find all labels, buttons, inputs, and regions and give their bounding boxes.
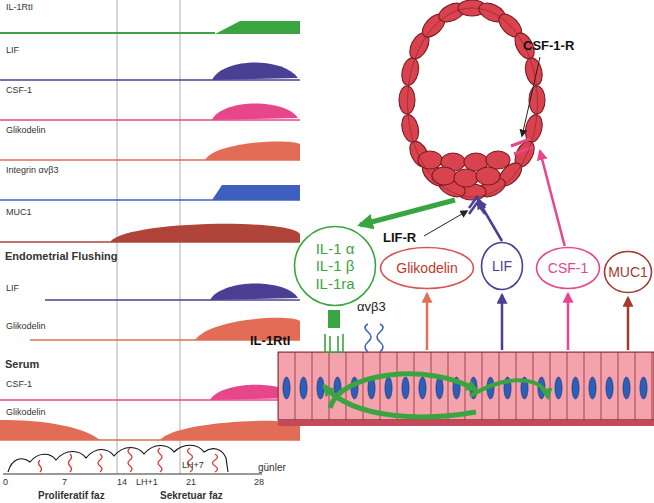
secreted-factor: MUC1 bbox=[603, 250, 653, 294]
integrin-symbol bbox=[365, 324, 383, 352]
factor-ellipse bbox=[381, 248, 474, 289]
trophoblast-cell bbox=[399, 56, 421, 87]
factor-ellipse bbox=[605, 252, 652, 293]
factor-ellipse bbox=[482, 243, 523, 290]
factor-name: Glikodelin bbox=[396, 260, 457, 276]
expression-profile bbox=[0, 420, 100, 440]
baseline bbox=[0, 119, 300, 121]
signal-arrow bbox=[540, 151, 565, 246]
receptor-label: CSF-1-R bbox=[523, 39, 574, 54]
autocrine-arrow bbox=[324, 386, 476, 417]
secretion-arrow bbox=[567, 294, 570, 350]
molecule-label: αvβ3 bbox=[357, 300, 386, 314]
timeline-chart bbox=[0, 0, 300, 474]
molecule-label: IL-1RtI bbox=[250, 334, 290, 348]
signal-arrow bbox=[478, 200, 502, 241]
spiral-artery bbox=[39, 448, 218, 472]
paracrine-arrow bbox=[470, 380, 548, 398]
axis-label: Sekretuar faz bbox=[160, 490, 223, 501]
expression-profile bbox=[210, 284, 298, 300]
axis-label: 7 bbox=[62, 478, 67, 488]
ligand-bar bbox=[328, 310, 340, 328]
endometrium-sketch bbox=[8, 445, 228, 472]
expression-profile bbox=[205, 141, 300, 160]
axis-label: 0 bbox=[3, 478, 8, 488]
signal-arrow bbox=[360, 200, 455, 225]
factor-ellipse bbox=[537, 248, 600, 289]
row-label: CSF-1 bbox=[6, 86, 32, 96]
secreted-factor: CSF-1 bbox=[535, 246, 601, 290]
row-label: LIF bbox=[6, 284, 19, 294]
axis-label: LH+7 bbox=[182, 461, 204, 471]
baseline bbox=[0, 399, 300, 401]
row-label: Endometrial Flushing bbox=[5, 250, 117, 262]
baseline bbox=[0, 79, 300, 81]
axis-label: 28 bbox=[254, 478, 264, 488]
receptor-label: LIF-R bbox=[383, 231, 416, 246]
factor-name: CSF-1 bbox=[548, 260, 588, 276]
secretion-arrow bbox=[426, 294, 429, 350]
factor-name: MUC1 bbox=[608, 264, 648, 280]
inner-cell bbox=[486, 151, 510, 169]
expression-profile bbox=[110, 224, 300, 242]
factor-ellipse bbox=[295, 227, 376, 306]
inner-cell bbox=[476, 167, 500, 185]
secreted-factor: LIF bbox=[480, 241, 524, 291]
row-label: Integrin αvβ3 bbox=[6, 166, 58, 176]
blastocyst bbox=[399, 0, 545, 201]
row-label: LIF bbox=[6, 46, 19, 56]
time-axis bbox=[3, 474, 262, 475]
secretion-arrow bbox=[501, 295, 504, 350]
secretion-arrow bbox=[627, 298, 630, 350]
node-outline bbox=[405, 5, 540, 200]
row-label: Serum bbox=[5, 358, 39, 370]
row-label: Glikodelin bbox=[6, 408, 46, 418]
row-label: IL-1RtI bbox=[6, 3, 33, 13]
blastocyst-node: CSF-1-RLIF-R bbox=[405, 5, 540, 200]
row-label: Glikodelin bbox=[6, 322, 46, 332]
axis-label: günler bbox=[258, 462, 286, 473]
expression-profile bbox=[212, 62, 298, 80]
row-label: MUC1 bbox=[6, 208, 32, 218]
axis-label: 14 bbox=[117, 478, 127, 488]
expression-profile bbox=[212, 185, 300, 200]
inner-cell bbox=[432, 167, 456, 185]
factor-name: IL-1 α IL-1 β IL-1ra bbox=[310, 240, 360, 292]
baseline bbox=[45, 299, 300, 301]
leader-arrow bbox=[424, 211, 467, 236]
row-label: Glikodelin bbox=[6, 126, 46, 136]
axis-label: 21 bbox=[186, 478, 196, 488]
lif-receptor bbox=[469, 197, 485, 214]
baseline bbox=[0, 32, 215, 34]
row-label: CSF-1 bbox=[6, 380, 32, 390]
il1-receptor bbox=[325, 334, 343, 352]
blastocyst-outline bbox=[408, 8, 538, 197]
axis-label: Proliferatif faz bbox=[38, 490, 105, 501]
trophoblast-cell bbox=[399, 86, 415, 114]
inner-cell bbox=[454, 169, 478, 187]
axis-label: LH+1 bbox=[136, 478, 158, 488]
secreted-factor: IL-1 α IL-1 β IL-1ra bbox=[293, 225, 377, 307]
inner-cell bbox=[418, 151, 442, 169]
secreted-factor: Glikodelin bbox=[379, 246, 475, 290]
expression-profile bbox=[212, 104, 298, 120]
epithelium bbox=[278, 352, 654, 420]
expression-profile bbox=[215, 21, 300, 34]
factor-name: LIF bbox=[492, 258, 512, 274]
basement-membrane bbox=[278, 420, 654, 426]
